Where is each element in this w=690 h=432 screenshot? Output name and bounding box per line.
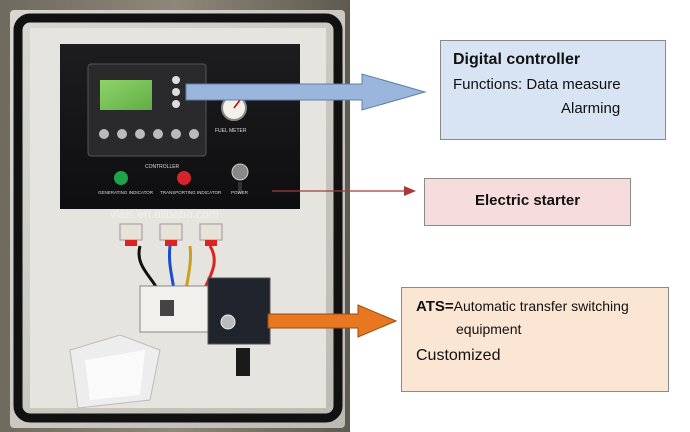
breaker-icon [125,240,137,246]
breaker-icon [165,240,177,246]
qr-label-icon [160,300,174,316]
key-icon [236,348,250,376]
controller-panel-label: CONTROLLER [145,164,180,170]
controller-key-icon [117,129,127,139]
ats-prefix: ATS= [416,298,454,315]
ats-definition-line: ATS=Automatic transfer switching [416,298,654,315]
ats-equipment-line: equipment [456,321,522,337]
ats-definition-text: Automatic transfer switching [453,298,629,314]
controller-key-icon [172,76,180,84]
alarming-line: Alarming [561,100,621,117]
electric-starter-title: Electric starter [474,192,581,209]
breaker-icon [159,223,183,241]
fuel-meter-label: FUEL METER [215,128,247,134]
red-indicator-lamp [177,171,191,185]
manual-bag [85,350,145,400]
controller-key-icon [153,129,163,139]
ats-knob-icon [220,314,236,330]
ats-callout: ATS=Automatic transfer switching equipme… [401,287,669,392]
controller-lcd-screen [100,80,152,110]
controller-key-icon [171,129,181,139]
functions-line: Functions: Data measure [453,76,621,93]
ats-switch-body [139,285,213,333]
controller-key-icon [135,129,145,139]
control-panel-photo: FUEL METER CONTROLLER GENERATING INDICAT… [0,0,350,432]
starter-arrow-head [404,186,416,196]
digital-controller-callout: Digital controller Functions: Data measu… [440,40,666,140]
ats-controller-module [207,277,271,345]
breaker-icon [205,240,217,246]
controller-key-icon [172,88,180,96]
digital-controller-title: Digital controller [453,51,581,68]
key-icon [238,182,242,194]
key-switch-icon [231,163,249,181]
ats-customized-line: Customized [416,347,501,364]
watermark: vlais.en.alibaba.com [110,207,219,221]
breaker-icon [199,223,223,241]
electric-starter-callout: Electric starter [424,178,631,226]
green-indicator-lamp [114,171,128,185]
transporting-indicator-label: TRANSPORTING INDICATOR [160,190,222,195]
controller-key-icon [99,129,109,139]
breaker-icon [119,223,143,241]
generating-indicator-label: GENERATING INDICATOR [98,190,154,195]
power-label: POWER [231,190,249,195]
door-gasket [13,13,343,423]
controller-key-icon [172,100,180,108]
controller-key-icon [189,129,199,139]
